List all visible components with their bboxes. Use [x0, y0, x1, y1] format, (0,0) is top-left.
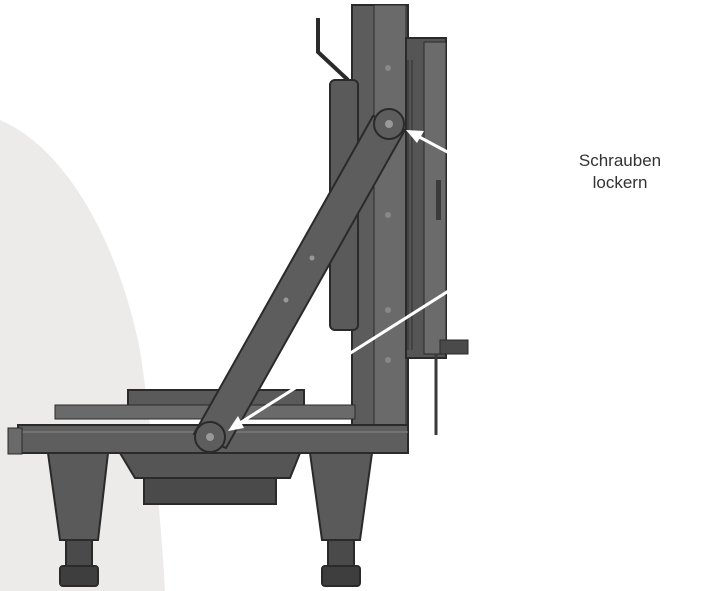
- top-hook: [316, 18, 350, 82]
- left-foot-pad: [59, 565, 99, 587]
- arrowhead-upper: [406, 130, 424, 143]
- hopper-box: [143, 477, 277, 505]
- arrowhead-lower: [228, 416, 244, 431]
- strut-bottom-bolt: [206, 433, 214, 441]
- right-foot-stem: [327, 539, 355, 567]
- callout-line-1: Schrauben: [578, 151, 662, 170]
- right-foot-pad: [321, 565, 361, 587]
- side-panel-face: [423, 41, 447, 355]
- callout-line-2: lockern: [592, 173, 648, 192]
- panel-fitting: [439, 339, 469, 355]
- strut-top-bolt: [385, 120, 393, 128]
- leader-line-lower: [231, 214, 568, 430]
- callout-label: Schrauben lockern: [560, 150, 680, 194]
- backdrop-arc: [0, 120, 165, 591]
- left-bracket: [7, 427, 23, 455]
- strut-hole-1: [309, 255, 315, 261]
- strut-hole-2: [283, 297, 289, 303]
- hopper: [118, 452, 302, 479]
- left-foot-stem: [65, 539, 93, 567]
- panel-ribs: [407, 60, 413, 350]
- panel-slot: [436, 180, 441, 220]
- left-leg: [46, 452, 110, 541]
- leader-line-upper: [409, 130, 568, 218]
- right-leg: [308, 452, 374, 541]
